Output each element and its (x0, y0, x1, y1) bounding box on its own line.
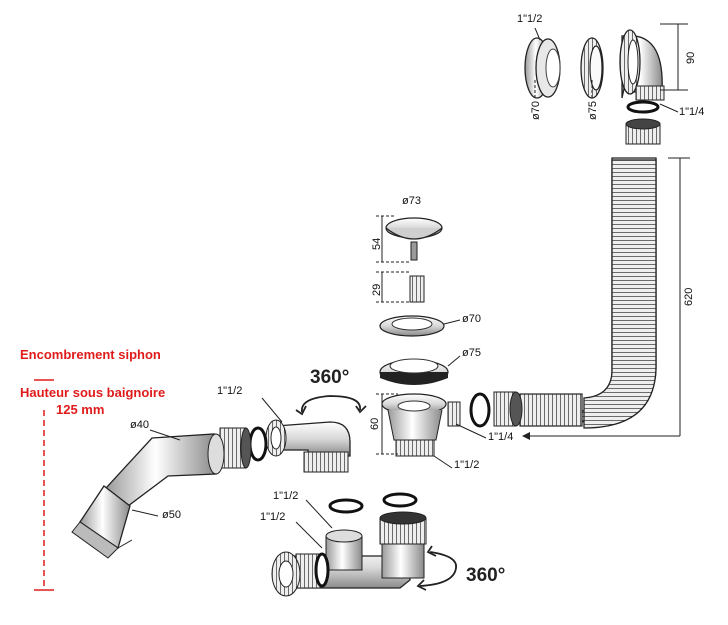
plug-dimensions (376, 215, 410, 303)
overflow-ring-diameter: ø75 (587, 101, 599, 120)
rotation-arc-lower (416, 545, 457, 591)
trap-nut (219, 427, 252, 469)
overflow-plate-diameter: ø70 (530, 101, 542, 120)
trap-gasket (248, 426, 268, 462)
outlet-diameter: ø40 (130, 419, 149, 431)
rotation-label-lower: 360° (466, 565, 506, 586)
overflow-seal-ring (580, 37, 604, 99)
body-height: 60 (369, 417, 381, 430)
rotation-label-upper: 360° (310, 367, 350, 388)
waste-flange (379, 315, 461, 337)
footprint-title: Encombrement siphon (20, 347, 161, 362)
hose-length: 620 (683, 287, 695, 306)
waste-body (381, 393, 461, 457)
overflow-cover-plate (524, 37, 561, 99)
rotation-arc-upper (295, 395, 367, 416)
height-title: Hauteur sous baignoire (20, 385, 166, 400)
trap-inlet-thread: 1"1/2 (217, 385, 243, 397)
flange-diameter: ø70 (462, 313, 481, 325)
lower-dimensions (295, 499, 333, 549)
lower-trap-nut (271, 551, 330, 597)
waste-body-dimensions (376, 393, 487, 469)
waste-gasket (379, 355, 461, 385)
overflow-elbow-height: 90 (685, 51, 697, 64)
flexible-overflow-hose (519, 157, 657, 429)
lower-gasket-right (382, 492, 418, 508)
overflow-thread-label: 1"1/2 (517, 13, 543, 25)
side-thread: 1"1/4 (488, 431, 514, 443)
trap-elbow (265, 419, 351, 473)
adapter-diameter: ø50 (162, 509, 181, 521)
outlet-pipe (105, 433, 225, 507)
plug-diameter: ø73 (402, 195, 421, 207)
lower-thread-a: 1"1/2 (273, 490, 299, 502)
lower-thread-b: 1"1/2 (260, 511, 286, 523)
trap-dimensions (117, 397, 283, 549)
overflow-dimensions (534, 23, 688, 113)
pop-up-plug (385, 217, 443, 261)
overflow-elbow (619, 29, 665, 101)
lower-gasket-left (328, 498, 364, 514)
stem-height: 29 (371, 283, 383, 296)
overflow-gasket (626, 100, 660, 114)
height-dimension-line (34, 379, 54, 591)
overflow-nut-thread: 1"1/4 (679, 106, 705, 118)
height-value: 125 mm (56, 402, 105, 417)
plug-height: 54 (371, 237, 383, 250)
body-thread: 1"1/2 (454, 459, 480, 471)
overflow-nut (625, 118, 661, 145)
plug-stem-spring (409, 275, 425, 303)
hose-dimension-line (522, 157, 690, 440)
waste-connector-nut (469, 391, 523, 428)
gasket-diameter: ø75 (462, 347, 481, 359)
